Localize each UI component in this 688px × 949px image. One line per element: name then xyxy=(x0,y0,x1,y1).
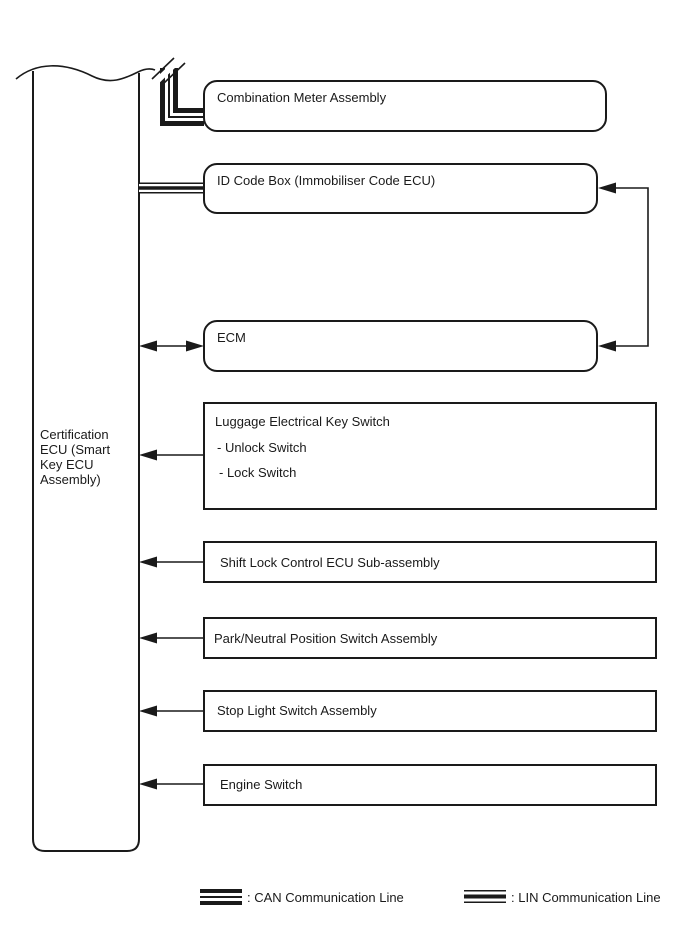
node-label: Luggage Electrical Key Switch xyxy=(215,414,390,429)
arrow-ecm xyxy=(139,340,204,352)
arrow-engine-switch xyxy=(139,778,204,790)
node-label: Shift Lock Control ECU Sub-assembly xyxy=(220,555,440,570)
node-label: ECM xyxy=(217,330,246,345)
can-line-swatch xyxy=(200,889,242,905)
certification-ecu-outline xyxy=(32,71,140,852)
node-engine-switch: Engine Switch xyxy=(203,764,657,806)
node-label: Park/Neutral Position Switch Assembly xyxy=(214,631,438,646)
can-legend-label: : CAN Communication Line xyxy=(247,890,404,905)
node-sublabel-lock-switch: - Lock Switch xyxy=(219,465,297,480)
arrow-luggage xyxy=(139,449,204,461)
break-ticks xyxy=(151,57,186,85)
node-label: ID Code Box (Immobiliser Code ECU) xyxy=(217,173,436,188)
arrow-stop-light xyxy=(139,705,204,717)
node-id-code-box: ID Code Box (Immobiliser Code ECU) xyxy=(203,163,598,214)
node-shift-lock-control-ecu: Shift Lock Control ECU Sub-assembly xyxy=(203,541,657,583)
lin-line-swatch xyxy=(464,890,506,903)
node-sublabel-unlock-switch: - Unlock Switch xyxy=(217,440,307,455)
node-stop-light-switch: Stop Light Switch Assembly xyxy=(203,690,657,732)
node-label: Combination Meter Assembly xyxy=(217,90,387,105)
arrow-shift-lock xyxy=(139,556,204,568)
node-label: Engine Switch xyxy=(220,777,303,792)
node-label: Stop Light Switch Assembly xyxy=(217,703,377,718)
node-ecm: ECM xyxy=(203,320,598,372)
arrow-park-neutral xyxy=(139,632,204,644)
can-line xyxy=(160,68,204,126)
certification-ecu-label: Certification ECU (Smart Key ECU Assembl… xyxy=(40,427,111,487)
arrow-idcode-ecm-link xyxy=(598,182,649,352)
lin-legend-label: : LIN Communication Line xyxy=(511,890,661,905)
node-park-neutral-position-switch: Park/Neutral Position Switch Assembly xyxy=(203,617,657,659)
break-wavy-line xyxy=(15,65,156,82)
node-luggage-electrical-key-switch: Luggage Electrical Key Switch - Unlock S… xyxy=(203,402,657,510)
node-combination-meter: Combination Meter Assembly xyxy=(203,80,607,132)
